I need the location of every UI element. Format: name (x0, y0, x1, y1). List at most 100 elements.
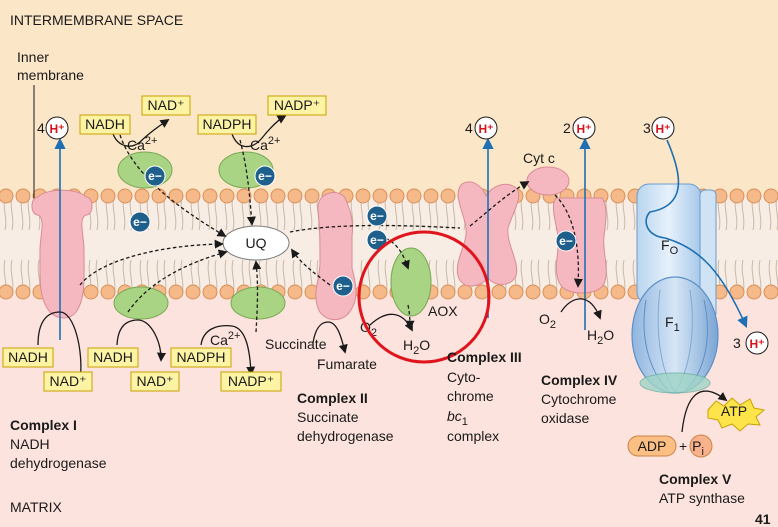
lipid-head (372, 284, 388, 300)
lipid-head (202, 188, 218, 204)
nadph-top-box: NADPH (197, 114, 257, 135)
cytochrome-c (526, 166, 570, 196)
lipid-head (219, 188, 235, 204)
lipid-head (270, 188, 286, 204)
svg-text:Complex III: Complex III (447, 349, 522, 365)
svg-text:3: 3 (733, 335, 741, 351)
lipid-head (372, 188, 388, 204)
adp-capsule: ADP (627, 435, 677, 457)
lipid-head (287, 284, 303, 300)
svg-text:chrome: chrome (447, 388, 494, 404)
proton-complex-3: 4 H⁺ (465, 116, 498, 140)
intermembrane-space-label: INTERMEMBRANE SPACE (10, 12, 183, 28)
lipid-head (491, 284, 507, 300)
lipid-head (389, 188, 405, 204)
substrate-arrows (37, 115, 728, 433)
calcium-label-3: Ca2+ (210, 330, 240, 348)
fo-label: FO (661, 237, 679, 257)
complex-1-protein (31, 189, 93, 319)
svg-text:Complex V: Complex V (659, 471, 732, 487)
svg-text:Succinate: Succinate (297, 409, 359, 425)
h-ion-label: H⁺ (50, 122, 65, 136)
svg-text:oxidase: oxidase (541, 410, 589, 426)
complex-4-h2o-label: H2O (587, 327, 614, 347)
lipid-head (168, 188, 184, 204)
electron-label: e− (258, 169, 272, 183)
electron-label: e− (133, 215, 147, 229)
lipid-head (355, 188, 371, 204)
complex-4-caption: Complex IV Cytochrome oxidase (541, 372, 618, 426)
lipid-head (763, 188, 778, 204)
svg-text:NADP⁺: NADP⁺ (228, 373, 274, 389)
electron-carriers: e−e−e−e−e−e−e− (129, 165, 577, 297)
complex-3-caption: Complex III Cyto- chrome bc1 complex (447, 349, 522, 444)
lipid-head (406, 188, 422, 204)
succinate-label: Succinate (265, 336, 327, 352)
electron-badge (366, 205, 388, 227)
lipid-head (729, 188, 745, 204)
complex-2-caption: Complex II Succinate dehydrogenase (297, 390, 394, 444)
nadh-top-box: NADH (79, 114, 131, 135)
lipid-head (508, 284, 524, 300)
lipid-head (0, 284, 14, 300)
svg-text:ATP: ATP (721, 403, 747, 419)
electron-flow-paths (79, 134, 583, 333)
nadh-bottom-box-2: NADH (87, 347, 139, 368)
lipid-head (525, 284, 541, 300)
lipid-head (202, 284, 218, 300)
aox-protein (390, 247, 432, 317)
h-ion-label: H⁺ (479, 122, 494, 136)
electron-badge (144, 165, 166, 187)
complex-1-caption: Complex I NADH dehydrogenase (10, 417, 107, 471)
lipid-head (287, 188, 303, 204)
nadp-top-box: NADP⁺ (267, 95, 327, 116)
lipid-head (117, 188, 133, 204)
svg-text:Cyto-: Cyto- (447, 369, 481, 385)
lipid-head (100, 188, 116, 204)
svg-text:4: 4 (465, 120, 473, 136)
complex-5-protein (631, 183, 719, 394)
electron-label: e− (370, 233, 384, 247)
electron-badge (129, 211, 151, 233)
svg-text:Pi: Pi (692, 438, 704, 458)
lipid-head (15, 284, 31, 300)
electron-badge (555, 230, 577, 252)
nad-bottom-box-1: NAD⁺ (43, 371, 93, 392)
f1-label: F1 (665, 314, 680, 334)
calcium-label-1: Ca2+ (127, 135, 157, 153)
intermembrane-space-region (0, 0, 778, 195)
page-number: 41 (755, 511, 771, 527)
svg-text:NADPH: NADPH (202, 116, 251, 132)
nad-top-box: NAD⁺ (141, 95, 191, 116)
lipid-head (253, 188, 269, 204)
lipid-head (134, 188, 150, 204)
nadph-bottom-box: NADPH (170, 347, 232, 368)
aox-highlight-circle (357, 230, 491, 364)
svg-text:complex: complex (447, 428, 499, 444)
lipid-head (746, 284, 762, 300)
nad-bottom-box-2: NAD⁺ (130, 371, 180, 392)
electron-badge (332, 275, 354, 297)
lipid-head (15, 188, 31, 204)
lipid-head (304, 188, 320, 204)
lipid-head (185, 188, 201, 204)
svg-text:Complex IV: Complex IV (541, 372, 618, 388)
proton-complex-1: 4 H⁺ (37, 116, 69, 140)
nadh-bottom-box-1: NADH (2, 347, 54, 368)
lipid-head (236, 188, 252, 204)
svg-text:2: 2 (563, 120, 571, 136)
aox-h2o-label: H2O (403, 337, 430, 357)
svg-text:ADP: ADP (638, 438, 667, 454)
lipid-head (151, 188, 167, 204)
svg-text:4: 4 (37, 120, 45, 136)
svg-text:NADP⁺: NADP⁺ (274, 97, 320, 113)
h-ion-label: H⁺ (656, 122, 671, 136)
svg-text:Complex I: Complex I (10, 417, 77, 433)
nadp-bottom-box: NADP⁺ (220, 371, 282, 392)
proton-complex-5-in: 3 H⁺ (643, 116, 675, 140)
cyt-c-label: Cyt c (523, 150, 555, 166)
lipid-head (0, 188, 14, 204)
svg-text:NADH: NADH (85, 116, 125, 132)
svg-text:NAD⁺: NAD⁺ (50, 373, 87, 389)
